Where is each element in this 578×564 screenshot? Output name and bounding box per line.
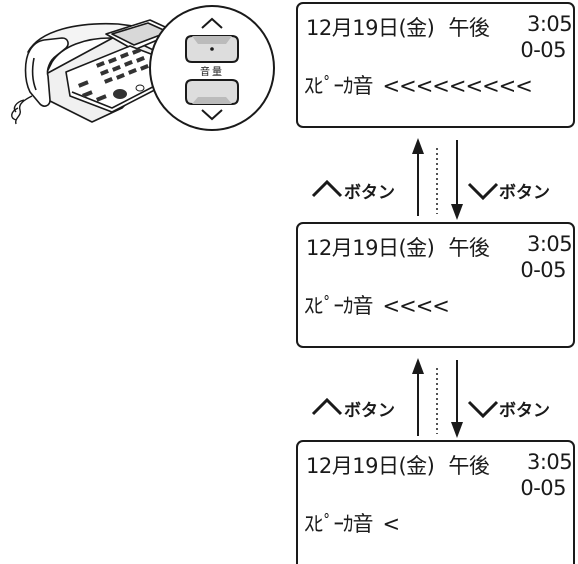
lcd-ampm: 午後 bbox=[448, 236, 490, 260]
lcd-item: ｽﾋﾟｰｶ音 bbox=[304, 74, 373, 98]
lcd-extension: 0-05 bbox=[520, 476, 566, 500]
down-button-label-2: ボタン bbox=[499, 401, 550, 421]
lcd-line-volume: ｽﾋﾟｰｶ音 < bbox=[304, 508, 401, 538]
volume-label: 音量 bbox=[200, 67, 224, 78]
lcd-line-datetime: 12月19日(金) 午後 3:05 bbox=[306, 450, 573, 480]
lcd-time: 3:05 bbox=[527, 450, 573, 474]
lcd-item: ｽﾋﾟｰｶ音 bbox=[304, 512, 373, 536]
lcd-line-datetime: 12月19日(金) 午後 3:05 bbox=[306, 12, 573, 42]
lcd-ampm: 午後 bbox=[448, 16, 490, 40]
chevron-down-icon bbox=[201, 109, 223, 121]
up-caret-icon bbox=[311, 179, 343, 198]
lcd-line-datetime: 12月19日(金) 午後 3:05 bbox=[306, 232, 573, 262]
lcd-line-volume: ｽﾋﾟｰｶ音 <<<<<<<<< bbox=[304, 70, 533, 100]
lcd-item: ｽﾋﾟｰｶ音 bbox=[304, 294, 373, 318]
lcd-time: 3:05 bbox=[527, 232, 573, 256]
transition-arrows-2 bbox=[412, 358, 463, 438]
lcd-screen-2: 12月19日(金) 午後 3:05 0-05 ｽﾋﾟｰｶ音 <<<< bbox=[296, 222, 575, 348]
down-caret-icon bbox=[467, 400, 499, 419]
lcd-volume-level: < bbox=[382, 512, 401, 536]
lcd-ampm: 午後 bbox=[448, 454, 490, 478]
lcd-volume-level: <<<<<<<<< bbox=[382, 74, 533, 98]
up-button-label-2: ボタン bbox=[344, 401, 395, 421]
chevron-up-icon bbox=[201, 17, 223, 29]
down-button-label-1: ボタン bbox=[499, 183, 550, 203]
dot-icon bbox=[210, 47, 214, 51]
lcd-time: 3:05 bbox=[527, 12, 573, 36]
down-caret-icon bbox=[467, 182, 499, 201]
up-button-label-1: ボタン bbox=[344, 183, 395, 203]
volume-key-zoom bbox=[149, 5, 275, 131]
up-caret-icon bbox=[311, 397, 343, 416]
lcd-date: 12月19日(金) bbox=[306, 236, 435, 260]
lcd-line-volume: ｽﾋﾟｰｶ音 <<<< bbox=[304, 290, 450, 320]
transition-arrows-1 bbox=[412, 138, 463, 220]
lcd-date: 12月19日(金) bbox=[306, 16, 435, 40]
lcd-extension: 0-05 bbox=[520, 258, 566, 282]
lcd-volume-level: <<<< bbox=[382, 294, 450, 318]
lcd-screen-1: 12月19日(金) 午後 3:05 0-05 ｽﾋﾟｰｶ音 <<<<<<<<< bbox=[296, 2, 575, 128]
lcd-extension: 0-05 bbox=[520, 38, 566, 62]
lcd-screen-3: 12月19日(金) 午後 3:05 0-05 ｽﾋﾟｰｶ音 < bbox=[296, 440, 575, 564]
lcd-date: 12月19日(金) bbox=[306, 454, 435, 478]
